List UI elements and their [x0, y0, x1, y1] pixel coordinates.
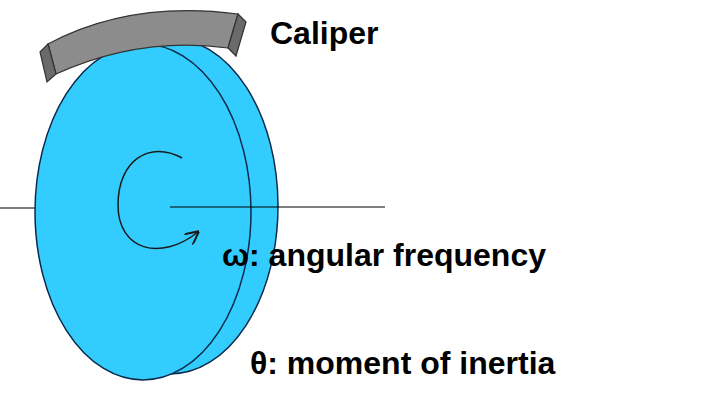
- caliper-side: [228, 14, 246, 56]
- axle-line: [0, 207, 40, 208]
- caliper: [48, 11, 238, 74]
- caliper-side: [40, 44, 56, 82]
- axle-line: [170, 206, 385, 207]
- rotation-arrow: [118, 151, 198, 248]
- part-label: Caliper: [270, 16, 378, 51]
- disc-front: [35, 44, 251, 380]
- symbol-label: θ: moment of inertia: [250, 346, 555, 381]
- symbol-label: ω: angular frequency: [222, 238, 546, 273]
